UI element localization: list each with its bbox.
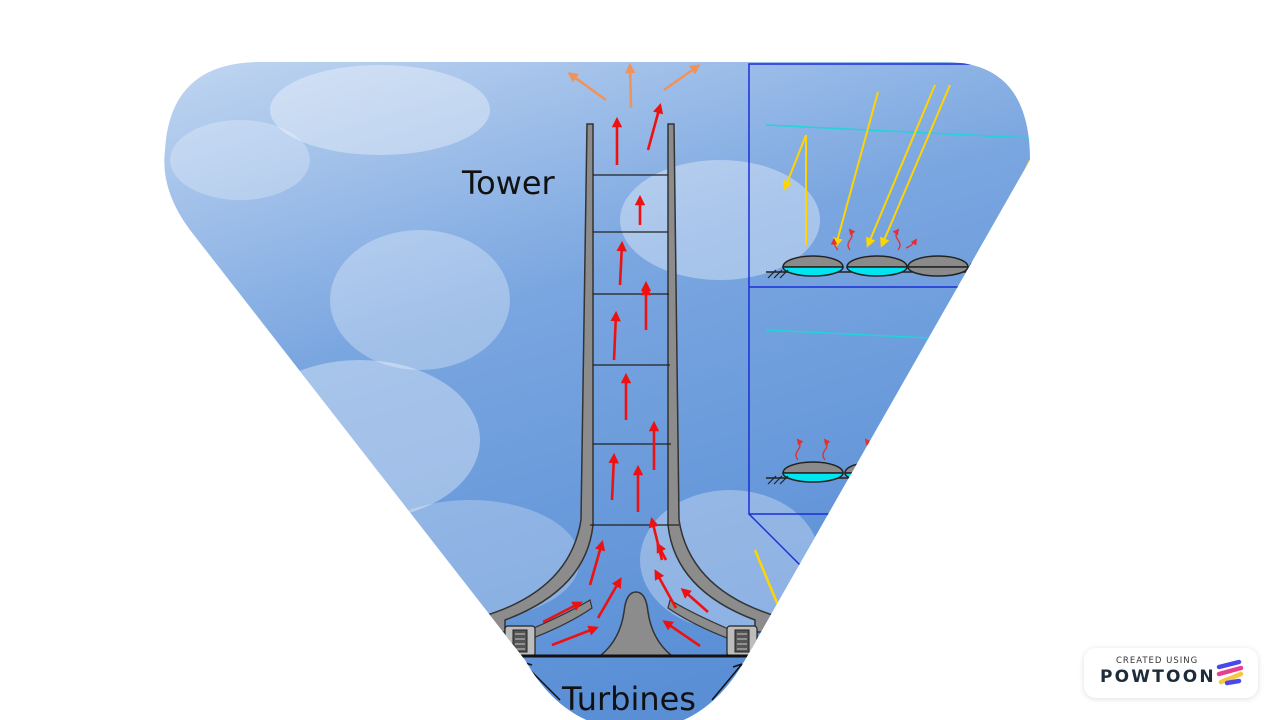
powtoon-watermark: CREATED USING POWTOON: [1084, 648, 1258, 698]
sunlight-ray: [782, 134, 807, 191]
collector: [844, 461, 906, 483]
collector: [969, 255, 1030, 277]
powtoon-logo-icon: [1216, 659, 1244, 686]
exhaust-arrow: [663, 64, 701, 92]
airflow-arrow: [761, 630, 791, 641]
sunlight-ray: [753, 549, 782, 611]
heat-wave: [795, 438, 804, 461]
airflow-arrow: [610, 310, 621, 361]
collector: [782, 461, 844, 483]
central-cone: [597, 591, 675, 657]
collector: [846, 255, 908, 277]
collector-row: [766, 461, 960, 485]
sunlight-ray: [436, 565, 460, 613]
airflow-arrow: [662, 620, 701, 648]
heat-wave: [892, 228, 901, 251]
collector: [782, 255, 844, 277]
airflow-arrow: [656, 542, 668, 561]
airflow-arrow: [596, 577, 622, 619]
heat-wave: [847, 228, 856, 251]
watermark-caption: CREATED USING: [1116, 656, 1199, 666]
sunlight-ray: [866, 84, 936, 248]
exhaust-arrow: [624, 62, 636, 109]
heat-wave: [830, 238, 839, 251]
turbines-label: Turbines: [561, 680, 696, 718]
turbine-icon: [726, 625, 758, 657]
sunlight-ray: [880, 84, 951, 248]
heat-waves: [830, 228, 918, 251]
airflow-arrow: [654, 569, 678, 609]
airflow-arrow: [680, 587, 709, 613]
airflow-arrow: [588, 540, 605, 586]
tower-ring-beams: [590, 174, 679, 526]
watermark-brand: POWTOON: [1100, 667, 1216, 687]
exhaust-arrow: [567, 72, 607, 102]
collector: [907, 255, 969, 277]
leader-line: [711, 663, 743, 701]
airflow-arrow: [608, 452, 619, 501]
sunlight-ray: [833, 91, 879, 248]
heat-wave: [905, 238, 918, 249]
airflow-arrow: [551, 625, 599, 647]
heat-wave: [822, 438, 831, 461]
airflow-arrow: [616, 240, 627, 286]
turbine-icon: [504, 625, 536, 657]
airflow-arrow: [542, 601, 583, 624]
tower-label: Tower: [461, 164, 556, 202]
airflow-arrow: [646, 102, 664, 151]
glass-roof-line: [765, 124, 1030, 139]
sunlight-ray: [391, 549, 422, 613]
